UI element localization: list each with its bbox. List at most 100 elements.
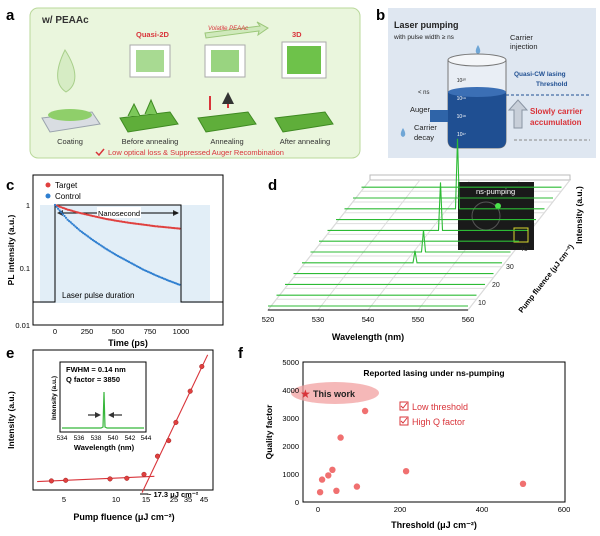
- spout: [430, 110, 448, 122]
- c-point-control: [140, 267, 143, 270]
- star-icon: ★: [300, 387, 311, 401]
- d-back-top: [369, 174, 571, 181]
- d-spectrum-line: [344, 138, 545, 210]
- stage-label-coating: Coating: [57, 137, 83, 146]
- e-xtick-25: 25: [170, 495, 178, 504]
- c-point-target: [124, 221, 127, 224]
- span-label: Nanosecond: [98, 209, 140, 218]
- lattice-4: [287, 46, 321, 74]
- d-gridline: [317, 179, 421, 311]
- plot-f-frame: [302, 361, 566, 503]
- c-point-control: [178, 283, 181, 286]
- ns-pumping-photo: [458, 182, 534, 250]
- substrate-4: [274, 111, 334, 133]
- c-point-control: [87, 235, 90, 238]
- inset-ylabel: Intensity (a.u.): [51, 376, 58, 420]
- c-point-target: [131, 222, 134, 225]
- check2-label: High Q factor: [412, 417, 465, 427]
- e-ylabel: Intensity (a.u.): [6, 391, 16, 449]
- e-xtick-45: 45: [200, 495, 208, 504]
- e-data-point: [63, 477, 69, 483]
- panel-f: f Reported lasing under ns-pumping ★ Thi…: [238, 345, 570, 530]
- c-point-control: [104, 247, 107, 250]
- f-data-point: [361, 407, 369, 415]
- c-point-target: [127, 221, 131, 224]
- check1-box: [399, 401, 409, 411]
- substrate-3: [197, 111, 257, 133]
- e-data-point: [166, 438, 172, 444]
- plot-c-frame: [32, 174, 224, 326]
- water-surface: [448, 87, 506, 97]
- e-xlabel: Pump fluence (μJ cm⁻²): [73, 512, 174, 522]
- c-point-control: [88, 236, 91, 239]
- c-point-target: [146, 224, 149, 227]
- c-point-control: [58, 209, 61, 212]
- f-data-point: [318, 476, 326, 483]
- c-point-control: [61, 213, 64, 216]
- pumping-title: Laser pumping: [394, 20, 459, 30]
- c-point-target: [107, 218, 110, 221]
- c-point-control: [57, 207, 60, 210]
- decay-line1: Carrier: [414, 123, 437, 132]
- c-point-control: [85, 234, 88, 237]
- d-ylabel: Intensity (a.u.): [574, 186, 584, 244]
- beaker-rim: [447, 53, 507, 67]
- c-point-control: [134, 264, 137, 267]
- f-xtick-400: 400: [476, 505, 489, 514]
- decay-drop-icon: [400, 128, 406, 137]
- e-data-point: [48, 478, 54, 484]
- pumping-subtitle: with pulse width ≥ ns: [393, 34, 455, 41]
- c-ytick-1: 1: [26, 201, 30, 210]
- c-point-target: [168, 226, 172, 229]
- panel-a-tag: w/ PEAAc: [41, 15, 89, 26]
- c-point-control: [127, 260, 131, 263]
- c-point-target: [115, 219, 118, 222]
- e-data-point: [124, 475, 130, 481]
- tick-1e17: 10¹⁷: [457, 132, 466, 138]
- c-ylabel: PL intensity (a.u.): [6, 214, 16, 285]
- f-data-point: [353, 483, 361, 490]
- volatile-arrow: [204, 21, 269, 39]
- e-data-point: [199, 363, 205, 370]
- d-gridline: [267, 179, 371, 311]
- c-point-target: [145, 223, 148, 227]
- photo-green-spot: [495, 203, 501, 209]
- c-point-control: [90, 237, 93, 240]
- c-point-control: [72, 224, 75, 227]
- f-data-point: [329, 466, 336, 473]
- droplet-icon: [57, 48, 76, 93]
- f-data-point: [337, 434, 344, 441]
- c-point-target: [142, 223, 145, 226]
- plot-e-frame: [32, 349, 214, 491]
- panel-a: a w/ PEAAc Quasi-2D 3D Volatile PEAAc: [6, 7, 361, 159]
- legend-control-marker: [45, 193, 51, 199]
- inset-xlabel: Wavelength (nm): [74, 443, 135, 452]
- after-annealing-stage: [274, 41, 334, 133]
- c-point-control: [107, 249, 110, 252]
- panel-a-letter: a: [6, 7, 15, 24]
- d-xtick-540: 540: [362, 315, 375, 324]
- c-point-control: [96, 242, 99, 245]
- panel-a-background: [29, 7, 361, 159]
- d-spectra: [268, 138, 562, 307]
- c-point-control: [64, 216, 68, 219]
- c-point-control: [91, 238, 94, 242]
- e-data-point: [107, 476, 113, 482]
- this-work-label: This work: [313, 389, 356, 399]
- c-ytick-001: 0.01: [15, 321, 30, 330]
- d-depth-tick-10: 10: [478, 300, 486, 307]
- f-data-point: [333, 487, 340, 494]
- c-point-control: [53, 203, 57, 207]
- f-ytick-3000: 3000: [282, 414, 299, 423]
- f-data-point: [316, 489, 324, 496]
- legend-target-marker: [45, 182, 51, 188]
- e-data-point: [173, 419, 179, 425]
- f-ytick-0: 0: [295, 498, 299, 507]
- c-point-control: [66, 218, 69, 221]
- inset-xtick-538: 538: [91, 435, 102, 442]
- c-point-control: [75, 226, 79, 230]
- panel-b-letter: b: [376, 7, 385, 24]
- c-point-control: [113, 253, 116, 256]
- f-ytick-4000: 4000: [282, 386, 299, 395]
- cw-line1: Quasi-CW lasing: [514, 71, 566, 78]
